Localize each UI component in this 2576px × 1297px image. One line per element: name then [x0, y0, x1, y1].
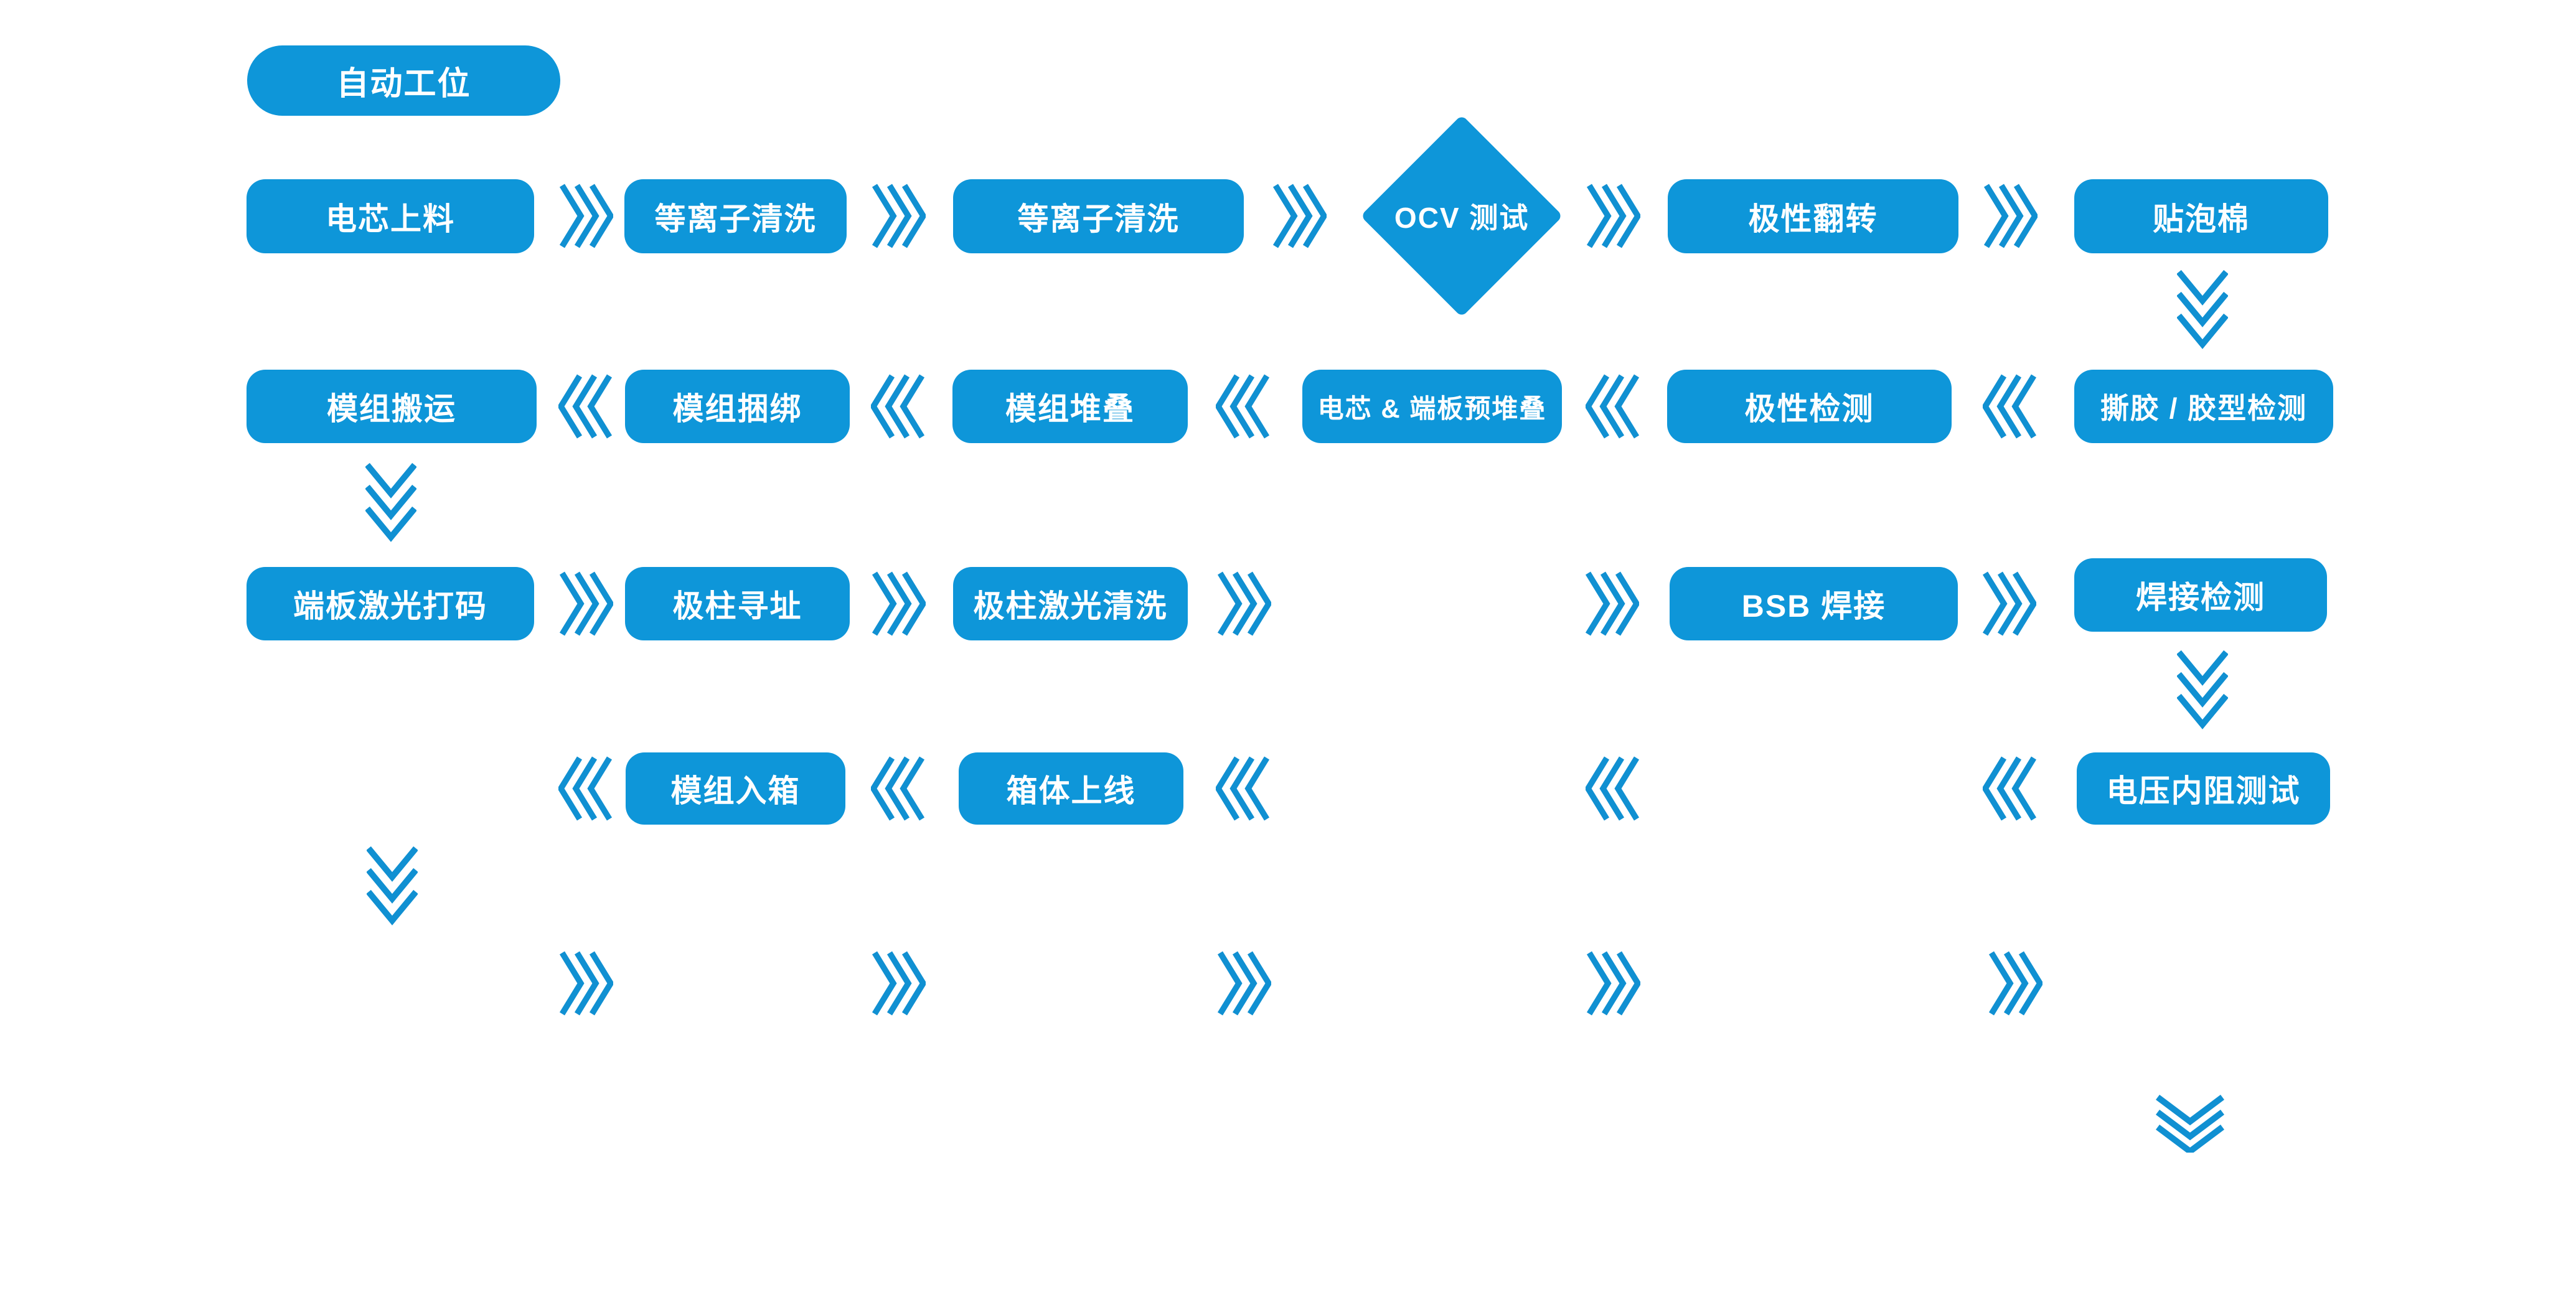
chevron-arrow-left-icon	[558, 374, 613, 439]
node-polarity-flip: 极性翻转	[1668, 179, 1958, 253]
node-label: 极性翻转	[1748, 201, 1878, 236]
node-label: 端板激光打码	[293, 589, 487, 624]
chevron-arrow-right-icon	[1272, 184, 1327, 248]
chevron-arrow-left-icon	[1216, 756, 1271, 821]
chevron-arrow-right-icon	[1586, 951, 1640, 1016]
node-label: 电芯上料	[326, 201, 455, 236]
chevron-arrow-left-icon	[1586, 756, 1640, 821]
node-welding-inspection: 焊接检测	[2074, 558, 2327, 632]
node-label: BSB 焊接	[1741, 589, 1886, 624]
node-foam-pasting: 贴泡棉	[2074, 179, 2328, 253]
chevron-arrow-right-icon	[1983, 184, 2038, 248]
chevron-arrow-right-icon	[558, 571, 613, 636]
node-tape-tear-glue-check: 撕胶 / 胶型检测	[2074, 370, 2333, 443]
node-label: 电压内阻测试	[2106, 774, 2301, 808]
node-endplate-laser-coding: 端板激光打码	[247, 567, 534, 640]
node-ocv-test: OCV 测试	[1360, 115, 1563, 317]
node-cell-endplate-prestack: 电芯 & 端板预堆叠	[1302, 370, 1562, 443]
chevron-arrow-down-icon	[2177, 269, 2228, 350]
node-label: 电芯 & 端板预堆叠	[1317, 393, 1547, 423]
chevron-arrow-right-icon	[558, 184, 613, 248]
node-module-stacking: 模组堆叠	[952, 370, 1188, 443]
node-module-binding: 模组捆绑	[625, 370, 850, 443]
chevron-arrow-down-icon	[2177, 649, 2228, 730]
chevron-arrow-right-icon	[871, 951, 926, 1016]
node-label: 焊接检测	[2136, 580, 2265, 615]
chevron-arrow-right-icon	[1584, 571, 1639, 636]
node-label: 极柱寻址	[672, 589, 802, 624]
node-label: 自动工位	[336, 66, 471, 102]
chevron-arrow-right-icon	[1216, 951, 1271, 1016]
node-plasma-cleaning-1: 等离子清洗	[624, 179, 847, 253]
node-pole-addressing: 极柱寻址	[625, 567, 850, 640]
node-label: 箱体上线	[1006, 774, 1136, 808]
chevron-arrow-left-icon	[1983, 756, 2038, 821]
node-voltage-resistance-test: 电压内阻测试	[2077, 752, 2330, 825]
node-label: 模组入箱	[670, 774, 801, 808]
node-module-transfer: 模组搬运	[247, 370, 537, 443]
node-box-on-line: 箱体上线	[959, 752, 1183, 825]
node-label: 等离子清洗	[1017, 201, 1180, 236]
node-cell-loading: 电芯上料	[247, 179, 534, 253]
node-polarity-check: 极性检测	[1667, 370, 1952, 443]
chevron-arrow-left-icon	[1586, 374, 1640, 439]
chevron-arrow-left-icon	[871, 756, 926, 821]
node-auto-station-label: 自动工位	[247, 45, 560, 116]
node-label: 极柱激光清洗	[973, 589, 1168, 624]
chevron-arrow-right-icon	[871, 184, 926, 248]
node-label: 模组堆叠	[1005, 391, 1135, 426]
node-label: OCV 测试	[1394, 202, 1530, 234]
chevron-arrow-right-icon	[1981, 571, 2036, 636]
node-module-into-box: 模组入箱	[626, 752, 845, 825]
node-plasma-cleaning-2: 等离子清洗	[953, 179, 1244, 253]
chevron-arrow-left-icon	[558, 756, 613, 821]
chevron-arrow-right-icon	[1988, 951, 2042, 1016]
node-label: 极性检测	[1744, 391, 1874, 426]
chevron-arrow-right-icon	[558, 951, 613, 1016]
node-bsb-welding: BSB 焊接	[1670, 567, 1958, 640]
node-label: 模组搬运	[327, 391, 456, 426]
node-pole-laser-cleaning: 极柱激光清洗	[953, 567, 1188, 640]
chevron-arrow-left-icon	[1216, 374, 1271, 439]
node-label: 贴泡棉	[2153, 201, 2250, 236]
node-label: 撕胶 / 胶型检测	[2100, 392, 2308, 424]
chevron-arrow-down-icon	[365, 462, 416, 543]
chevron-arrow-right-icon	[1586, 184, 1640, 248]
node-label: 模组捆绑	[672, 391, 802, 426]
chevron-arrow-down-wide-icon	[2155, 1094, 2225, 1153]
chevron-arrow-left-icon	[871, 374, 926, 439]
chevron-arrow-right-icon	[871, 571, 926, 636]
chevron-arrow-left-icon	[1983, 374, 2038, 439]
node-label: 等离子清洗	[654, 201, 817, 236]
chevron-arrow-right-icon	[1216, 571, 1271, 636]
chevron-arrow-down-icon	[367, 845, 418, 926]
